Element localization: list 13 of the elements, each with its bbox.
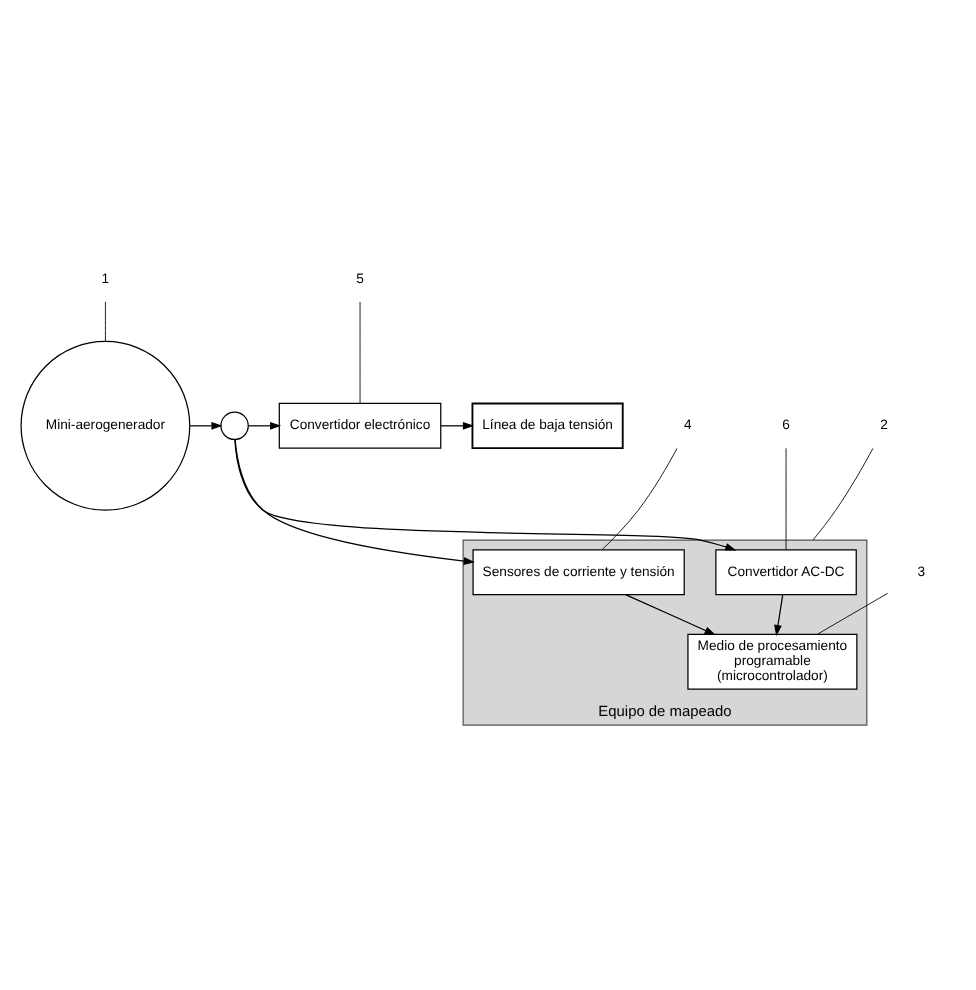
connector <box>359 300 361 403</box>
arrow <box>440 420 475 429</box>
arrow <box>234 438 737 550</box>
arrow <box>625 593 716 635</box>
arrow <box>189 420 223 429</box>
arrow <box>247 420 282 429</box>
arrow <box>774 593 784 636</box>
connector <box>105 300 106 341</box>
connector <box>601 447 678 550</box>
arrow <box>234 438 475 564</box>
connector <box>812 447 874 540</box>
node-circle <box>220 410 249 440</box>
connector <box>785 446 787 550</box>
